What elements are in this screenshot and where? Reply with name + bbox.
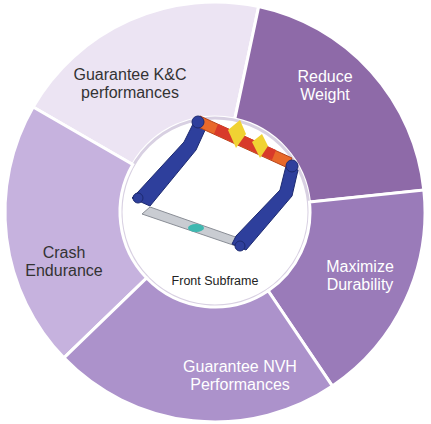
- mount-bracket: [252, 134, 268, 158]
- label-holder: Reduce Weight: [280, 68, 370, 105]
- bushing: [192, 116, 204, 128]
- segment-shape: [64, 278, 332, 422]
- cross-bar: [142, 207, 244, 246]
- bushing: [235, 241, 245, 251]
- right-rail: [232, 166, 298, 250]
- left-rail: [132, 122, 206, 206]
- label-holder: Maximize Durability: [315, 258, 405, 295]
- label-holder: Crash Endurance: [17, 244, 112, 281]
- hub-shape: [121, 118, 309, 306]
- goal-label: Maximize Durability: [315, 258, 405, 295]
- mount-bracket: [228, 120, 246, 148]
- goal-label: Reduce Weight: [280, 68, 370, 105]
- goal-label: Crash Endurance: [17, 244, 112, 281]
- bushing: [133, 193, 143, 203]
- part-label: Front Subframe: [172, 274, 259, 288]
- rear-crossmember: [196, 116, 292, 168]
- goal-label: Guarantee NVH Performances: [160, 358, 320, 395]
- bar-bracket: [188, 224, 204, 232]
- label-holder: Guarantee K&C performances: [55, 66, 205, 103]
- bushing: [286, 160, 298, 172]
- goal-label: Guarantee K&C performances: [55, 66, 205, 103]
- label-holder: Front Subframe: [145, 271, 285, 289]
- label-holder: Guarantee NVH Performances: [160, 358, 320, 395]
- crossmember-centre: [214, 124, 276, 160]
